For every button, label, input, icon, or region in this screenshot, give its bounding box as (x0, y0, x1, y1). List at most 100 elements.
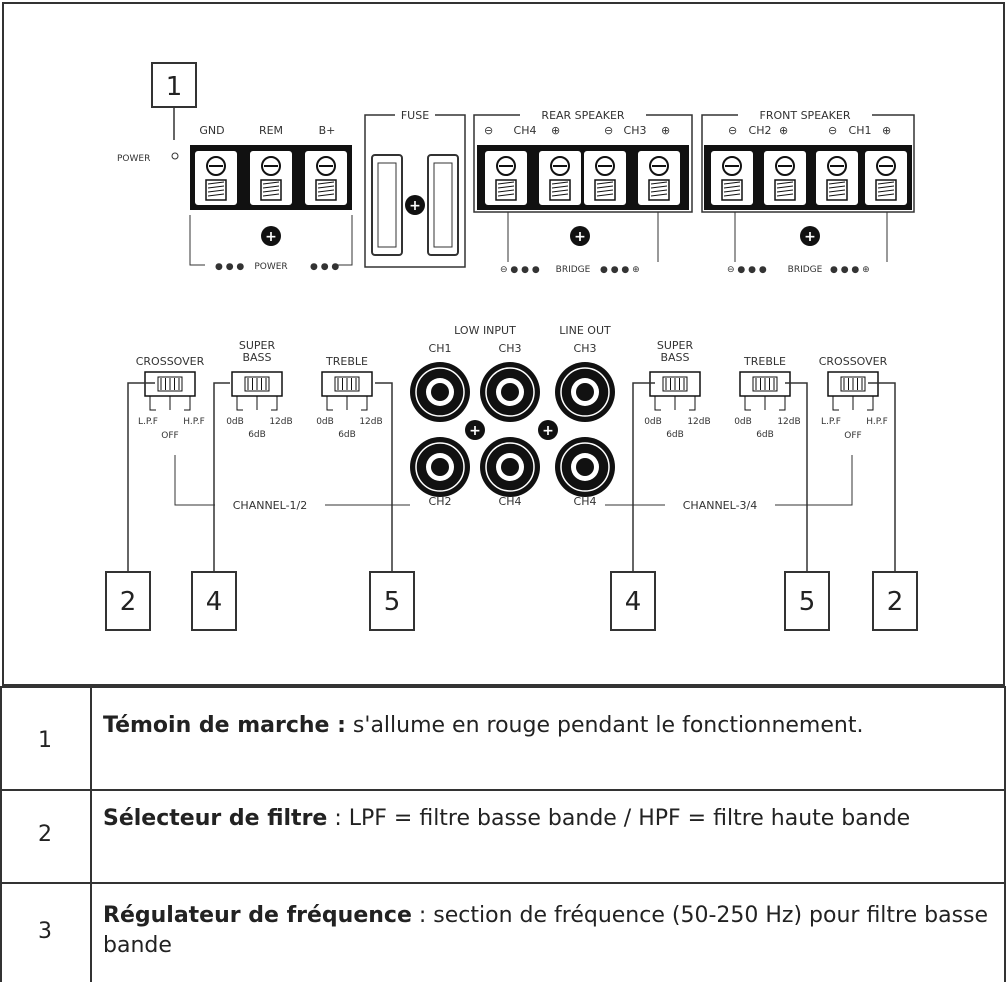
svg-text:6dB: 6dB (248, 430, 266, 440)
callout-box: 5 (369, 571, 415, 631)
svg-text:L.P.F: L.P.F (138, 417, 158, 427)
svg-text:0dB: 0dB (226, 417, 244, 427)
screw-terminal (193, 149, 239, 207)
svg-text:● ● ●: ● ● ● (310, 262, 339, 272)
table-row: 3 Régulateur de fréquence : section de f… (0, 884, 1007, 982)
svg-text:⊕: ⊕ (551, 124, 560, 137)
svg-text:2: 2 (120, 587, 137, 617)
rear-speaker-block: REAR SPEAKER ⊖ CH4 ⊕ ⊖ CH3 ⊕ + ⊖ ● ● ● B… (473, 109, 693, 275)
diagram-border (2, 2, 1005, 686)
svg-text:4: 4 (625, 587, 642, 617)
svg-text:+: + (804, 229, 816, 245)
svg-text:12dB: 12dB (269, 417, 292, 427)
amplifier-panel-diagram: 1 POWER GND REM B+ + ● ● ● POWER ● ● ● F… (2, 2, 1005, 686)
svg-text:TREBLE: TREBLE (325, 355, 368, 368)
front-bridge-label: BRIDGE (788, 265, 823, 275)
power-led-icon (171, 152, 179, 160)
table-row: 1 Témoin de marche : s'allume en rouge p… (0, 686, 1007, 789)
rear-ch3-label: CH3 (624, 124, 647, 137)
screw-terminal (582, 149, 628, 207)
svg-text:⊕: ⊕ (882, 124, 891, 137)
screw-terminal (537, 149, 583, 207)
callout-box: 2 (872, 571, 918, 631)
svg-text:TREBLE: TREBLE (743, 355, 786, 368)
power-bridge-label: POWER (254, 262, 287, 272)
svg-text:SUPER: SUPER (657, 339, 694, 352)
svg-text:⊖: ⊖ (604, 124, 613, 137)
line-out-label: LINE OUT (559, 324, 611, 337)
row-index: 3 (38, 919, 52, 944)
svg-text:H.P.F: H.P.F (866, 417, 888, 427)
rem-label: REM (259, 124, 283, 137)
svg-text:1: 1 (166, 72, 183, 102)
svg-text:2: 2 (887, 587, 904, 617)
screw-terminal (709, 149, 755, 207)
svg-text:0dB: 0dB (734, 417, 752, 427)
svg-text:⊖: ⊖ (828, 124, 837, 137)
svg-text:4: 4 (206, 587, 223, 617)
rca-ch2-label: CH2 (429, 495, 452, 508)
plus-icon (570, 226, 590, 246)
row-term: Régulateur de fréquence (103, 903, 412, 928)
callout-box: 4 (191, 571, 237, 631)
svg-text:● ● ● ⊕: ● ● ● ⊕ (830, 265, 870, 275)
svg-text:12dB: 12dB (359, 417, 382, 427)
svg-text:6dB: 6dB (338, 430, 356, 440)
svg-text:BASS: BASS (242, 351, 271, 364)
table-row: 2 Sélecteur de filtre : LPF = filtre bas… (0, 791, 1007, 882)
row-term: Témoin de marche : (103, 713, 346, 738)
plus-icon (405, 195, 425, 215)
front-speaker-block: FRONT SPEAKER ⊖ CH2 ⊕ ⊖ CH1 ⊕ + ⊖ ● ● ● … (701, 109, 915, 275)
screw-terminal (814, 149, 860, 207)
svg-text:+: + (265, 229, 277, 245)
svg-text:● ● ● ⊕: ● ● ● ⊕ (600, 265, 640, 275)
front-ch2-label: CH2 (749, 124, 772, 137)
svg-text:CROSSOVER: CROSSOVER (136, 355, 205, 368)
row-description: Sélecteur de filtre : LPF = filtre basse… (103, 804, 993, 834)
svg-text:⊖ ● ● ●: ⊖ ● ● ● (500, 265, 540, 275)
rca-ch3-label: CH3 (499, 342, 522, 355)
svg-text:6dB: 6dB (756, 430, 774, 440)
rca-ch4-out-label: CH4 (574, 495, 597, 508)
plus-icon (465, 420, 485, 440)
row-index: 2 (38, 822, 52, 847)
row-text: : section de fréquence (50-250 Hz) pour … (103, 903, 989, 958)
rear-ch4-label: CH4 (514, 124, 537, 137)
legend-table: 1 Témoin de marche : s'allume en rouge p… (0, 686, 1007, 982)
callout-1: 1 (151, 62, 197, 140)
rca-jack (410, 362, 470, 422)
plus-icon (800, 226, 820, 246)
svg-text:+: + (469, 423, 481, 439)
svg-text:SUPER: SUPER (239, 339, 276, 352)
channel-34-label: CHANNEL-3/4 (683, 499, 758, 512)
row-index: 1 (38, 728, 52, 753)
front-ch1-label: CH1 (849, 124, 872, 137)
screw-terminal (636, 149, 682, 207)
rca-ch1-label: CH1 (429, 342, 452, 355)
screw-terminal (762, 149, 808, 207)
svg-text:0dB: 0dB (316, 417, 334, 427)
gnd-label: GND (199, 124, 224, 137)
svg-text:5: 5 (799, 587, 816, 617)
svg-text:⊕: ⊕ (779, 124, 788, 137)
b-plus-label: B+ (319, 124, 336, 137)
plus-icon (261, 226, 281, 246)
svg-text:6dB: 6dB (666, 430, 684, 440)
rca-jack (480, 437, 540, 497)
screw-terminal (248, 149, 294, 207)
callout-box: 2 (105, 571, 151, 631)
rca-ch4-label: CH4 (499, 495, 522, 508)
plus-icon (538, 420, 558, 440)
rca-ch3-out-label: CH3 (574, 342, 597, 355)
svg-text:12dB: 12dB (687, 417, 710, 427)
svg-text:⊕: ⊕ (661, 124, 670, 137)
callout-box: 5 (784, 571, 830, 631)
svg-text:+: + (409, 198, 421, 214)
